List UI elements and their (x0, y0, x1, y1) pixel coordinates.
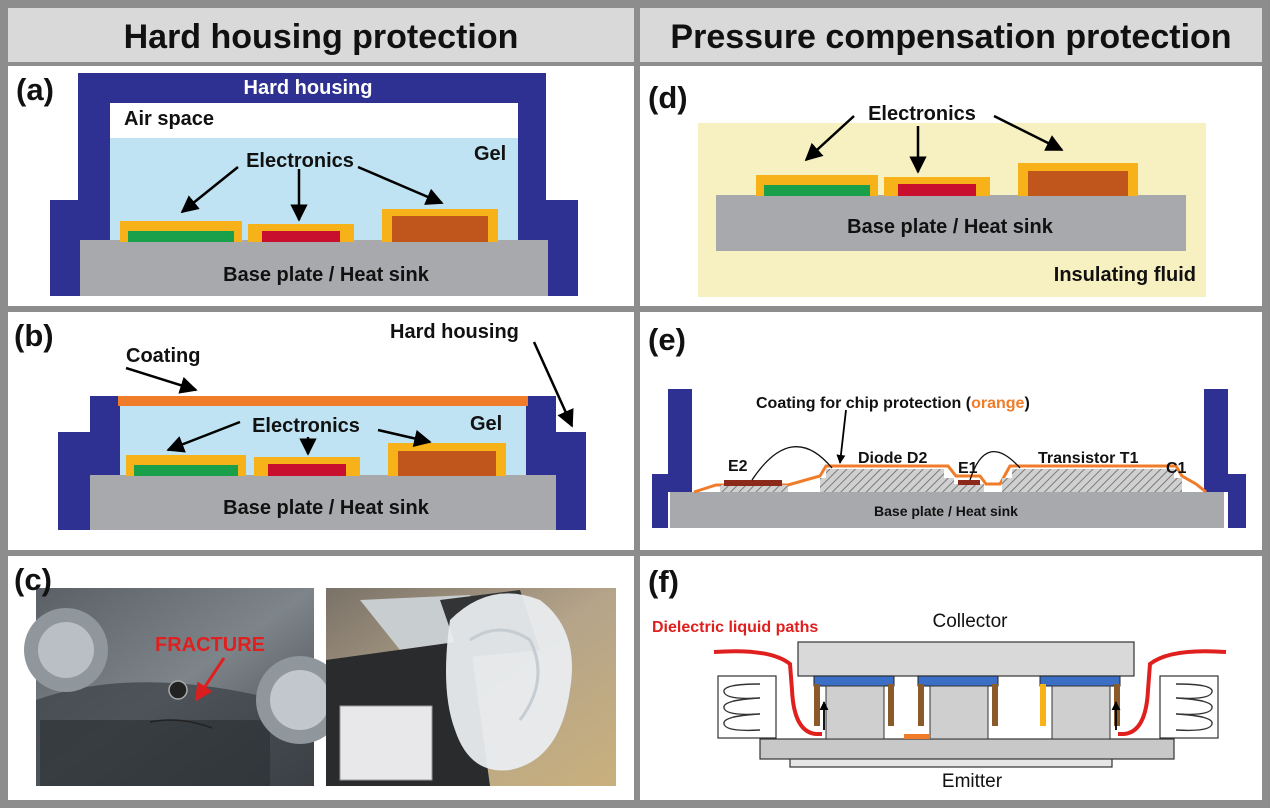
panel-a-label: (a) (16, 72, 54, 107)
press-pin-3 (1039, 675, 1121, 740)
coating-layer (118, 396, 528, 406)
spring-right (1159, 675, 1219, 739)
diode-label: Diode D2 (858, 450, 927, 467)
bond-wire-2 (969, 451, 1021, 481)
e1-label: E1 (958, 460, 978, 477)
pad-e2 (724, 480, 782, 486)
fracture-label: FRACTURE (155, 634, 265, 656)
base-plate-d (716, 195, 1186, 251)
module-label-sticker (339, 705, 433, 781)
press-pin-1 (813, 675, 895, 740)
base-label-b: Base plate / Heat sink (223, 497, 430, 519)
panel-c-label: (c) (14, 562, 52, 597)
panel-e: (e) Coating for chip protection (orange)… (648, 322, 1246, 528)
housing-label: Hard housing (244, 77, 373, 99)
coating-chip-label: Coating for chip protection (orange) (756, 395, 1030, 412)
panel-f: (f) (648, 564, 1227, 792)
press-pin-2 (917, 675, 999, 740)
arrow-green (180, 166, 239, 214)
fracture-photo: FRACTURE (24, 588, 344, 786)
pad-e1 (958, 480, 980, 485)
gel-label-b: Gel (470, 413, 502, 435)
gel-label: Gel (474, 143, 506, 165)
base-plate (80, 240, 548, 296)
panel-a: (a) Hard housing Air space Gel Electroni… (16, 72, 578, 296)
base-label-e: Base plate / Heat sink (874, 503, 1018, 519)
base-plate-b (90, 475, 556, 530)
panel-c: FRACTURE (c) (14, 562, 616, 786)
liquid-label: Dielectric liquid paths (652, 619, 818, 636)
liquid-path-left (713, 649, 822, 736)
diode-d2 (826, 469, 944, 479)
housing-right-e (1204, 389, 1246, 528)
transistor-t1 (1012, 469, 1174, 479)
fluid-label: Insulating fluid (1054, 264, 1196, 286)
header-right: Pressure compensation protection (670, 18, 1231, 56)
transistor-label: Transistor T1 (1038, 450, 1139, 467)
panel-d-label: (d) (648, 80, 688, 115)
air-space (110, 103, 518, 138)
housing-left-e (652, 389, 692, 528)
electronics-label: Electronics (246, 150, 354, 172)
housing-left (58, 396, 120, 530)
fracture-arrow (194, 657, 226, 702)
arrow-brown (357, 165, 444, 205)
panel-e-label: (e) (648, 322, 686, 357)
housing-right (526, 396, 586, 530)
panel-d: (d) Electronics Base plate / Heat sink I… (648, 80, 1206, 297)
panel-f-label: (f) (648, 564, 679, 599)
coating-label: Coating (126, 345, 200, 367)
air-label: Air space (124, 108, 214, 130)
collector-label: Collector (933, 611, 1009, 632)
header-left: Hard housing protection (124, 18, 519, 56)
bond-wire-1 (751, 446, 833, 481)
base-label-d: Base plate / Heat sink (847, 216, 1054, 238)
base-label: Base plate / Heat sink (223, 264, 430, 286)
c1-label: C1 (1166, 460, 1187, 477)
panel-b: (b) Coating Hard housing Gel Electronics… (14, 318, 586, 530)
liquid-path-right (1118, 649, 1227, 736)
base-plate-e (670, 492, 1224, 528)
arrow-housing (532, 341, 574, 428)
panel-b-label: (b) (14, 318, 54, 353)
spring-left (717, 675, 777, 739)
electronics-label-d: Electronics (868, 103, 976, 125)
arrow-coating (125, 366, 198, 394)
collector-plate (797, 641, 1135, 677)
chip-coating (693, 464, 1207, 494)
emitter-base (759, 738, 1175, 760)
housing-label-b: Hard housing (390, 321, 519, 343)
emitter-label: Emitter (942, 771, 1003, 792)
gel-module-photo (326, 588, 616, 786)
electronics-label-b: Electronics (252, 415, 360, 437)
e2-label: E2 (728, 458, 748, 475)
